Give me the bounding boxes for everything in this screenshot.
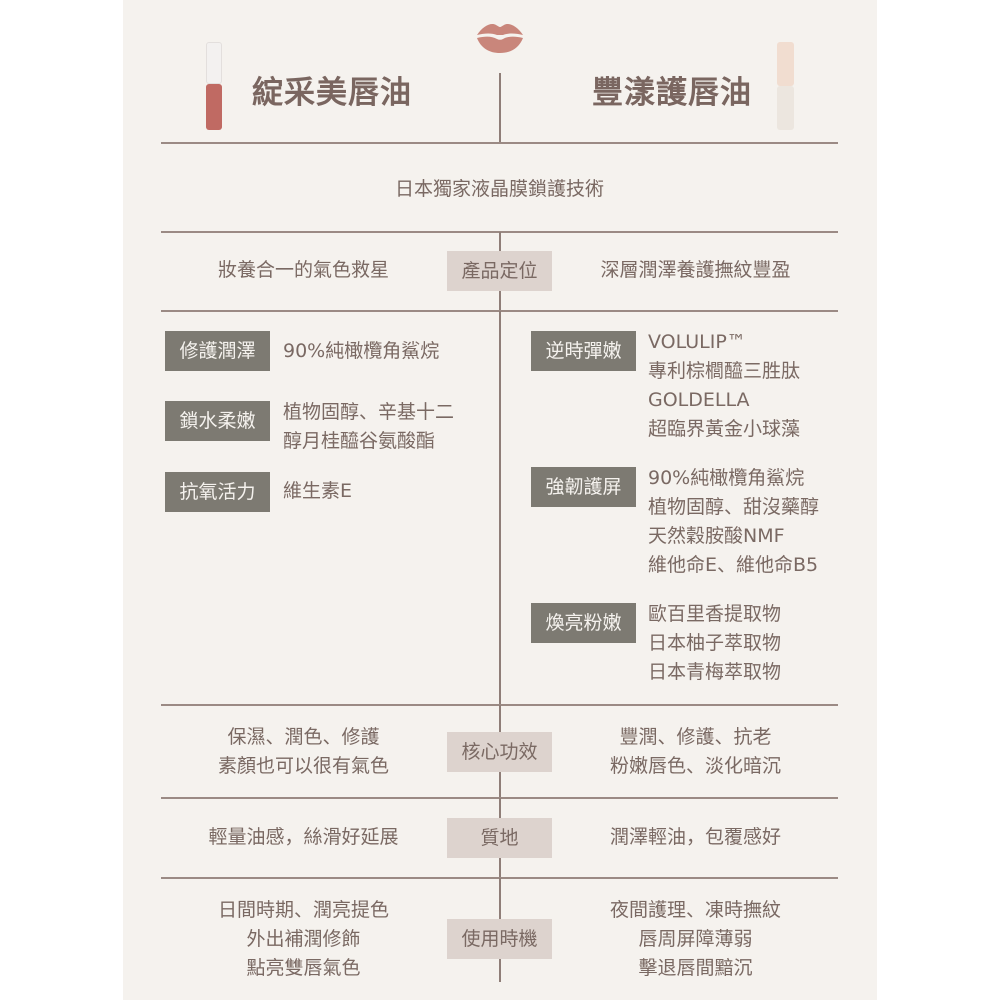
left-product-title: 綻采美唇油 [252, 75, 412, 111]
positioning-right: 深層潤澤養護撫紋豐盈 [600, 259, 791, 281]
ingredient-tag: 修護潤澤 [165, 331, 270, 371]
ingredient-line: 維他命E、維他命B5 [648, 554, 819, 576]
core-label: 核心功效 [447, 732, 552, 772]
ingredient-tag: 逆時彈嫩 [531, 331, 636, 371]
ingredient-line: 維生素E [283, 480, 353, 502]
ingredient-line: 日本青梅萃取物 [648, 661, 782, 683]
core-right: 豐潤、修護、抗老 粉嫩唇色、淡化暗沉 [553, 723, 838, 781]
core-left-line: 保濕、潤色、修護 [227, 726, 380, 748]
timing-right-line: 夜間護理、凍時撫紋 [609, 899, 781, 921]
core-left-line: 素顏也可以很有氣色 [217, 755, 389, 777]
ingredient-line: 植物固醇、甜沒藥醇 [648, 496, 820, 518]
ingredient-line: VOLULIP™ [648, 331, 746, 353]
ingredient-line: 天然穀胺酸NMF [648, 525, 785, 547]
ingredient-desc: VOLULIP™ 專利棕櫚醯三胜肽 GOLDELLA 超臨界黃金小球藻 [648, 328, 800, 444]
ingredient-desc: 植物固醇、辛基十二 醇月桂醯谷氨酸酯 [283, 398, 454, 456]
texture-left: 輕量油感，絲滑好延展 [208, 826, 399, 848]
texture-right: 潤澤輕油，包覆感好 [609, 826, 781, 848]
core-right-line: 粉嫩唇色、淡化暗沉 [609, 755, 781, 777]
ingredient-tag: 煥亮粉嫩 [531, 603, 636, 643]
ingredient-line: 專利棕櫚醯三胜肽 [648, 360, 801, 382]
ingredient-desc: 90%純橄欖角鯊烷 [283, 337, 439, 366]
ingredient-tag: 抗氧活力 [165, 472, 270, 512]
ingredient-line: 日本柚子萃取物 [648, 632, 782, 654]
timing-left: 日間時期、潤亮提色 外出補潤修飾 點亮雙唇氣色 [161, 896, 446, 983]
ingredient-desc: 90%純橄欖角鯊烷 植物固醇、甜沒藥醇 天然穀胺酸NMF 維他命E、維他命B5 [648, 464, 819, 580]
header-divider [499, 73, 501, 143]
positioning-left: 妝養合一的氣色救星 [217, 259, 389, 281]
timing-right-line: 唇周屏障薄弱 [638, 928, 753, 950]
ingredient-tag: 鎖水柔嫩 [165, 401, 270, 441]
ingredient-line: 90%純橄欖角鯊烷 [283, 340, 440, 362]
ingredients-divider [499, 311, 501, 705]
ingredient-line: 超臨界黃金小球藻 [648, 418, 801, 440]
ingredient-line: 90%純橄欖角鯊烷 [648, 467, 805, 489]
ingredient-line: GOLDELLA [648, 389, 750, 411]
lips-icon [477, 24, 523, 53]
ingredient-tag: 強韌護屏 [531, 467, 636, 507]
timing-label: 使用時機 [447, 919, 552, 959]
core-left: 保濕、潤色、修護 素顏也可以很有氣色 [161, 723, 446, 781]
timing-left-line: 點亮雙唇氣色 [246, 957, 361, 979]
timing-right: 夜間護理、凍時撫紋 唇周屏障薄弱 擊退唇間黯沉 [553, 896, 838, 983]
divider [161, 142, 838, 144]
lip-oil-tube-red-image [206, 42, 222, 132]
positioning-label: 產品定位 [447, 251, 552, 291]
timing-left-line: 外出補潤修飾 [246, 928, 361, 950]
ingredient-line: 植物固醇、辛基十二 [283, 401, 455, 423]
timing-left-line: 日間時期、潤亮提色 [217, 899, 389, 921]
shared-feature-text: 日本獨家液晶膜鎖護技術 [394, 178, 604, 200]
ingredient-desc: 維生素E [283, 477, 352, 506]
texture-label: 質地 [447, 818, 552, 858]
core-right-line: 豐潤、修護、抗老 [619, 726, 772, 748]
lip-oil-tube-nude-image [777, 42, 794, 130]
ingredient-line: 歐百里香提取物 [648, 603, 782, 625]
timing-right-line: 擊退唇間黯沉 [638, 957, 753, 979]
ingredient-desc: 歐百里香提取物 日本柚子萃取物 日本青梅萃取物 [648, 600, 781, 687]
ingredient-line: 醇月桂醯谷氨酸酯 [283, 430, 436, 452]
right-product-title: 豐漾護唇油 [592, 75, 752, 111]
